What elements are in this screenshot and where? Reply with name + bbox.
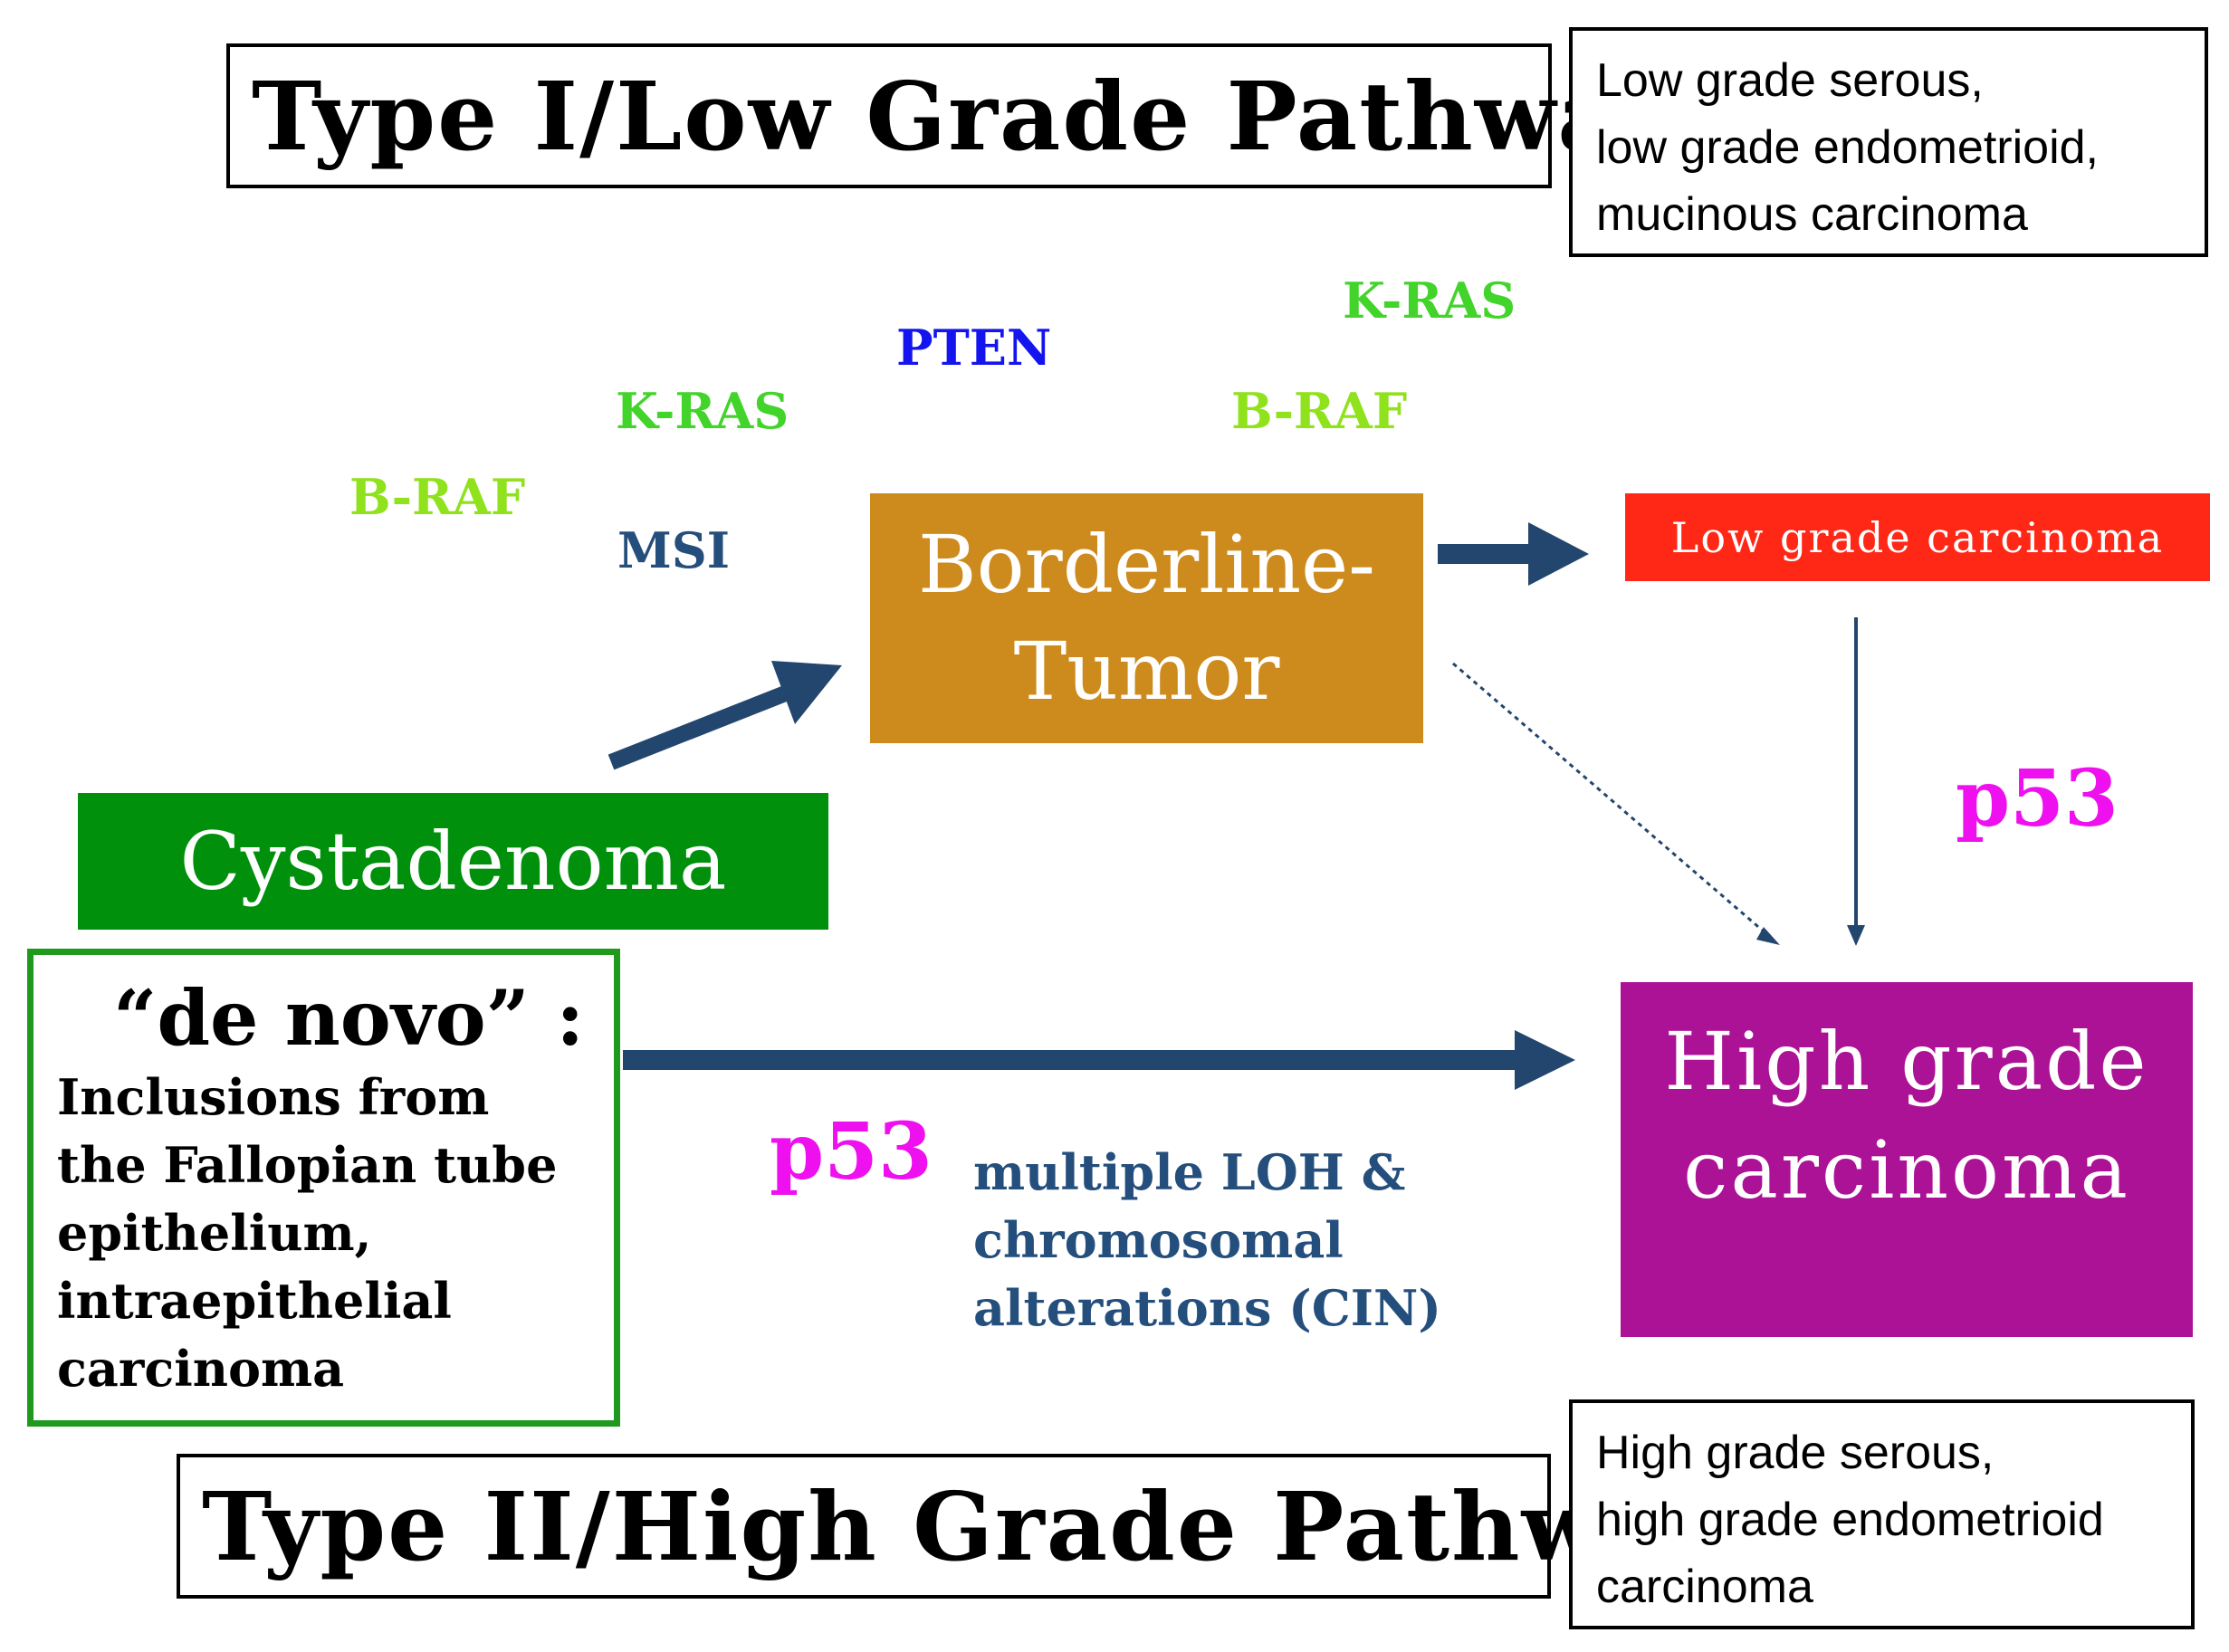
cystadenoma-node: Cystadenoma bbox=[78, 793, 828, 930]
arrow-de-novo-to-high-grade-icon bbox=[623, 1030, 1575, 1090]
high-grade-note-line: High grade serous, bbox=[1596, 1427, 1995, 1479]
gene-pten: PTEN bbox=[896, 319, 1052, 377]
borderline-tumor-label: Borderline- bbox=[918, 518, 1375, 611]
high-grade-note-line: high grade endometrioid bbox=[1596, 1494, 2104, 1546]
type2-title-box: Type II/High Grade Pathway bbox=[177, 1454, 1722, 1599]
gene-braf-right: B-RAF bbox=[1231, 382, 1408, 440]
arrow-borderline-to-low-grade-icon bbox=[1438, 522, 1589, 586]
low-grade-note-line: mucinous carcinoma bbox=[1596, 188, 2028, 241]
high-grade-carcinoma-label: carcinoma bbox=[1683, 1123, 2130, 1217]
gene-braf-left: B-RAF bbox=[349, 468, 526, 526]
arrow-borderline-to-high-grade-dotted-icon bbox=[1452, 662, 1780, 945]
gene-p53-bottom: p53 bbox=[770, 1106, 933, 1198]
cin-line: chromosomal bbox=[973, 1211, 1344, 1269]
cystadenoma-label: Cystadenoma bbox=[179, 815, 727, 908]
cin-line: alterations (CIN) bbox=[973, 1279, 1441, 1337]
borderline-tumor-label: Tumor bbox=[1013, 625, 1280, 718]
high-grade-carcinoma-label: High grade bbox=[1664, 1015, 2149, 1108]
high-grade-note-line: carcinoma bbox=[1596, 1561, 1813, 1613]
gene-kras-top: K-RAS bbox=[1343, 272, 1516, 329]
type1-title-box: Type I/Low Grade Pathway bbox=[226, 43, 1675, 188]
de-novo-line: the Fallopian tube bbox=[57, 1136, 558, 1194]
low-grade-note-line: low grade endometrioid, bbox=[1596, 121, 2099, 174]
arrow-cystadenoma-to-borderline-icon bbox=[607, 661, 842, 770]
high-grade-carcinoma-node: High grade carcinoma bbox=[1621, 982, 2193, 1337]
low-grade-carcinoma-node: Low grade carcinoma bbox=[1625, 493, 2210, 581]
de-novo-line: epithelium, bbox=[57, 1204, 372, 1262]
arrow-low-to-high-grade-icon bbox=[1847, 617, 1865, 946]
low-grade-carcinoma-label: Low grade carcinoma bbox=[1670, 512, 2165, 562]
low-grade-note-line: Low grade serous, bbox=[1596, 54, 1984, 107]
type1-title: Type I/Low Grade Pathway bbox=[252, 60, 1678, 172]
cin-line: multiple LOH & bbox=[973, 1143, 1406, 1201]
gene-p53-right: p53 bbox=[1956, 753, 2119, 845]
de-novo-heading: “de novo” : bbox=[113, 973, 585, 1063]
gene-kras-left: K-RAS bbox=[616, 382, 789, 440]
de-novo-line: carcinoma bbox=[57, 1340, 345, 1398]
de-novo-line: intraepithelial bbox=[57, 1272, 452, 1330]
cin-text: multiple LOH & chromosomal alterations (… bbox=[973, 1139, 1441, 1342]
high-grade-note: High grade serous, high grade endometrio… bbox=[1569, 1399, 2195, 1629]
de-novo-line: Inclusions from bbox=[57, 1068, 490, 1126]
low-grade-note: Low grade serous, low grade endometrioid… bbox=[1569, 27, 2208, 257]
type2-title: Type II/High Grade Pathway bbox=[202, 1470, 1724, 1582]
de-novo-box: “de novo” : Inclusions from the Fallopia… bbox=[27, 949, 620, 1427]
gene-msi: MSI bbox=[617, 521, 731, 579]
borderline-tumor-node: Borderline- Tumor bbox=[870, 493, 1423, 743]
